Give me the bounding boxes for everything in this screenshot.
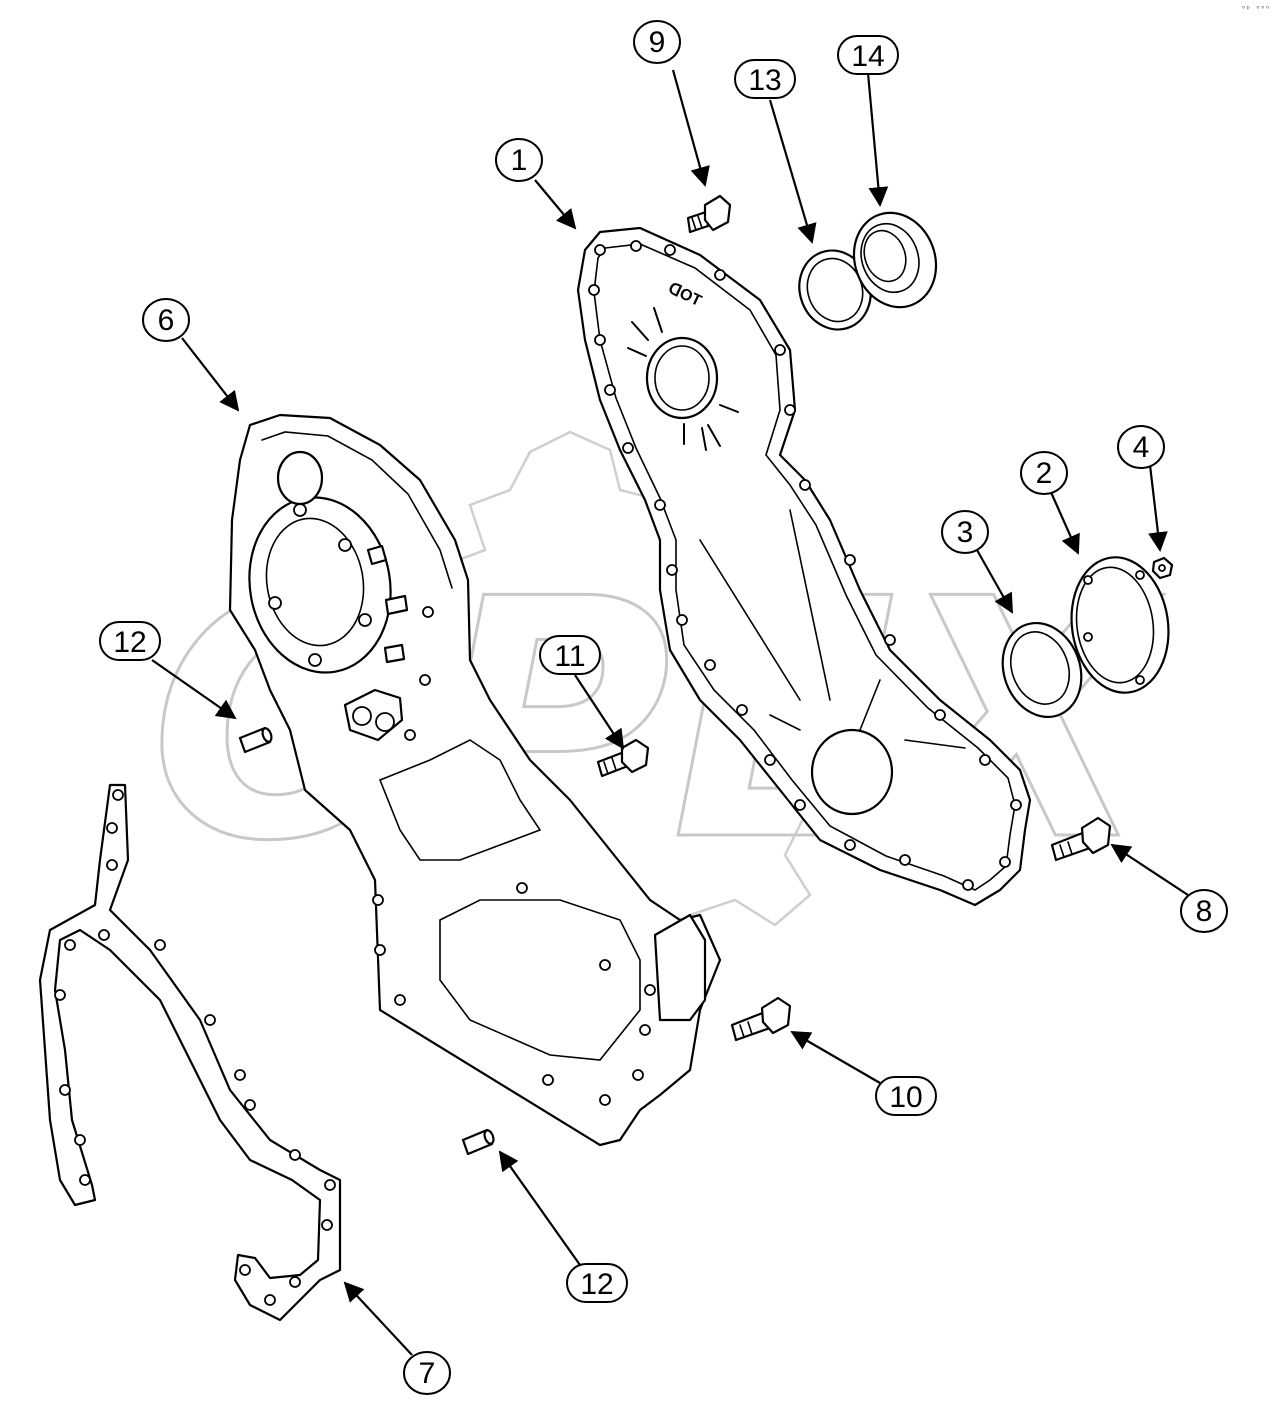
callout-13-label: 13 (748, 64, 781, 97)
callout-2: 2 (1020, 451, 1068, 495)
part-2-plate (1070, 556, 1170, 694)
leader-3 (976, 549, 1013, 614)
callout-1: 1 (495, 138, 543, 182)
callout-14: 14 (837, 35, 899, 75)
corner-mark: ᵒᵖ ᵒᵒᵒ (1241, 4, 1270, 13)
leader-14 (866, 72, 889, 207)
leader-7 (343, 1281, 413, 1356)
part-3-seal (1001, 621, 1083, 719)
leader-11 (574, 674, 625, 750)
leader-9 (671, 69, 710, 187)
leader-6 (181, 337, 240, 412)
leader-4 (1148, 464, 1168, 552)
callout-14-label: 14 (851, 40, 884, 73)
leader-12-upper (151, 659, 237, 720)
callouts: 1 2 3 4 6 7 8 9 (99, 20, 1228, 1395)
callout-6: 6 (142, 298, 190, 342)
callout-12-lower-label: 12 (580, 1268, 613, 1301)
callout-9-label: 9 (649, 26, 666, 59)
part-11-bolt (596, 738, 650, 778)
callout-7: 7 (403, 1351, 451, 1395)
leader-lines (151, 69, 1189, 1356)
seal-indicator-rays (627, 307, 739, 451)
callout-13: 13 (734, 59, 796, 99)
callout-4-label: 4 (1133, 431, 1150, 464)
leader-1 (534, 179, 577, 230)
part-4-nut (1151, 556, 1174, 580)
callout-12-upper-label: 12 (113, 626, 146, 659)
callout-1-label: 1 (511, 144, 528, 177)
part-8-bolt (1050, 816, 1112, 862)
part-6-housing (228, 413, 722, 1147)
callout-12-upper: 12 (99, 621, 161, 661)
callout-8-label: 8 (1196, 895, 1213, 928)
callout-11-label: 11 (554, 640, 585, 673)
callout-3-label: 3 (957, 516, 974, 549)
callout-11: 11 (539, 635, 601, 675)
part-1-gasket: ᗡOT (576, 226, 1032, 907)
leader-12-lower (498, 1150, 581, 1266)
leader-2 (1048, 489, 1080, 555)
part-12-dowel-upper (238, 726, 273, 754)
callout-12-lower: 12 (566, 1263, 628, 1303)
part-12-dowel-lower (461, 1128, 495, 1156)
callout-8: 8 (1180, 889, 1228, 933)
part-10-bolt (730, 996, 792, 1042)
part-14-seal (852, 211, 938, 309)
callout-6-label: 6 (158, 304, 175, 337)
callout-10: 10 (875, 1076, 937, 1116)
callout-3: 3 (941, 510, 989, 554)
callout-7-label: 7 (419, 1357, 436, 1390)
callout-4: 4 (1117, 425, 1165, 469)
part-9-bolt (686, 194, 732, 234)
leader-13 (768, 99, 817, 244)
part-7-gasket (38, 783, 342, 1322)
callout-2-label: 2 (1036, 457, 1053, 490)
leader-8 (1110, 843, 1189, 896)
leader-10 (790, 1031, 881, 1084)
callout-10-label: 10 (889, 1081, 922, 1114)
callout-9: 9 (633, 20, 681, 64)
